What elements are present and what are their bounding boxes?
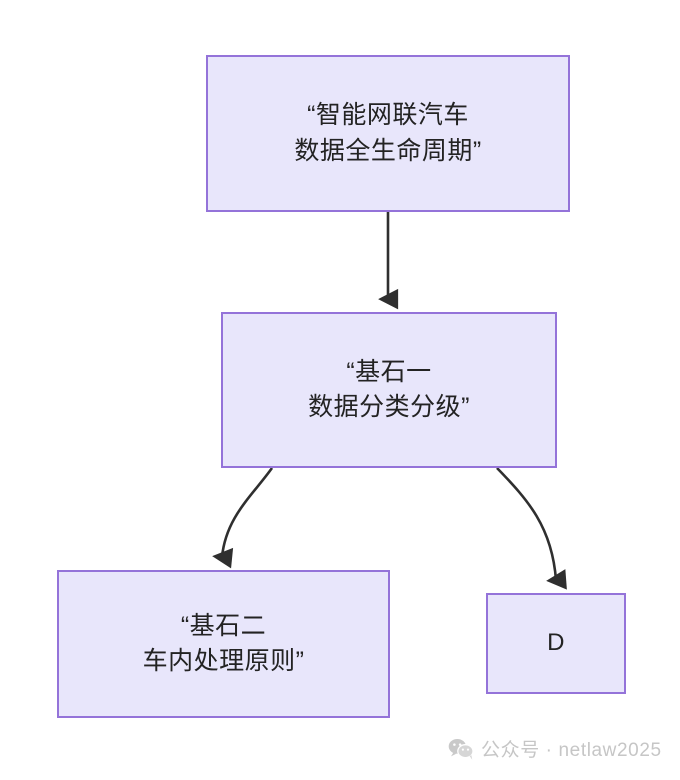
- node-c-line-2: 车内处理原则”: [142, 647, 305, 675]
- node-b-line-2: 数据分类分级”: [308, 393, 470, 421]
- watermark: 公众号 · netlaw2025: [448, 735, 662, 762]
- node-a-lifecycle[interactable]: “智能网联汽车 数据全生命周期”: [206, 55, 570, 212]
- node-c-line-1: “基石二: [180, 611, 267, 640]
- edge-b-to-c: [212, 467, 274, 569]
- node-c-in-vehicle-processing[interactable]: “基石二 车内处理原则”: [57, 570, 390, 718]
- watermark-text: 公众号 · netlaw2025: [481, 740, 662, 761]
- wechat-icon: [448, 738, 474, 760]
- node-b-line-1: “基石一: [346, 357, 432, 386]
- node-a-line-1: “智能网联汽车: [307, 101, 469, 129]
- node-a-line-2: 数据全生命周期”: [294, 136, 482, 165]
- node-d[interactable]: D: [486, 593, 626, 694]
- node-d-label: D: [547, 629, 565, 657]
- edge-b-to-d: [496, 467, 567, 590]
- node-b-classification[interactable]: “基石一 数据分类分级”: [221, 312, 557, 468]
